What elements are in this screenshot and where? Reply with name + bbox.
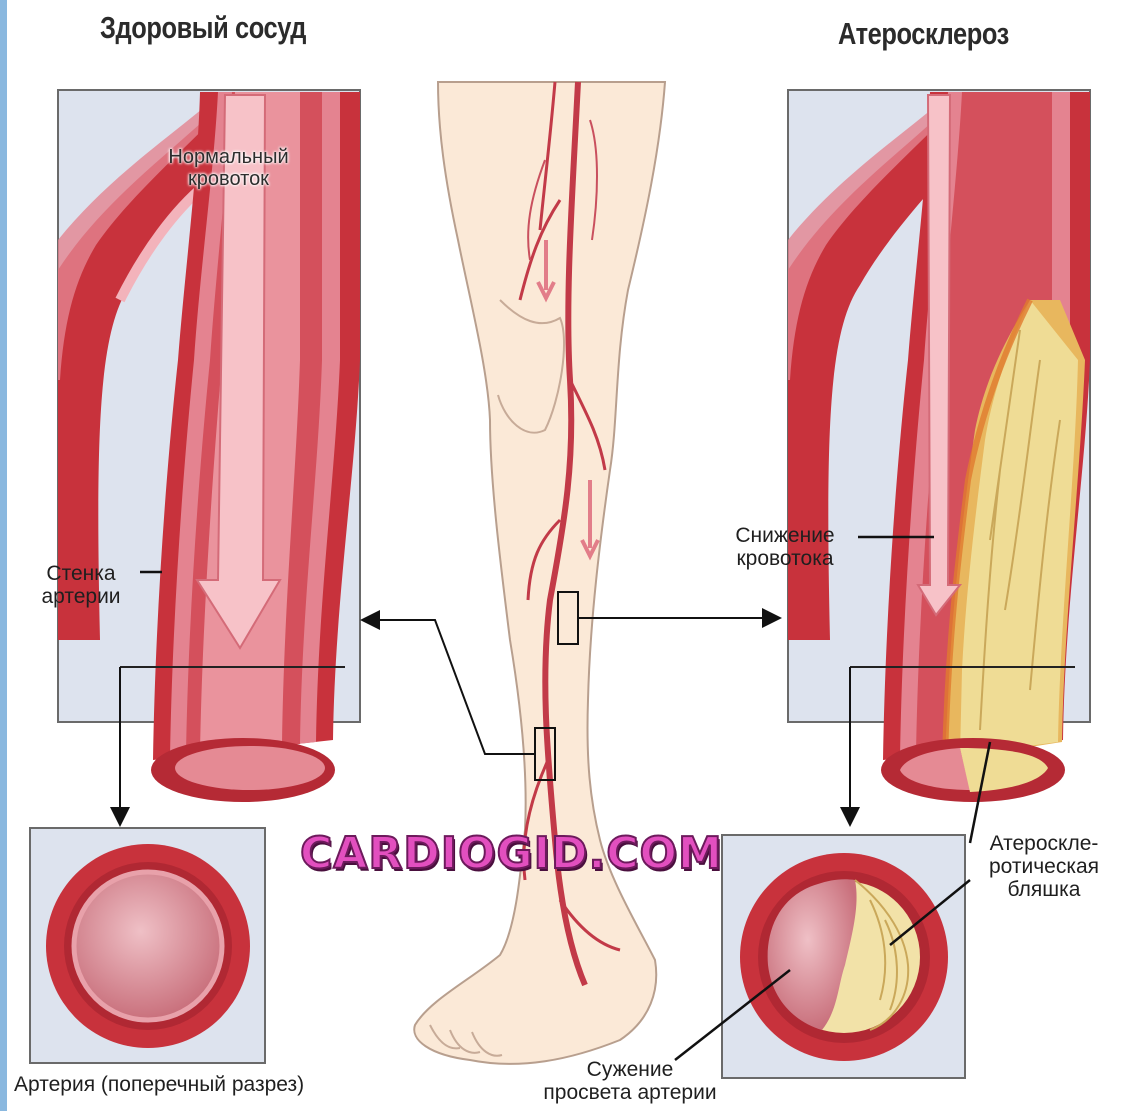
plaque-label: Атероскле- ротическая бляшка	[964, 832, 1124, 901]
watermark: CARDIOGID.COM	[300, 828, 723, 879]
plaque-line1: Атероскле-	[964, 832, 1124, 855]
narrowing-label: Сужение просвета артерии	[520, 1058, 740, 1104]
artery-wall-line1: Стенка	[20, 562, 142, 585]
plaque-line3: бляшка	[964, 878, 1124, 901]
healthy-cross-section	[30, 828, 265, 1063]
normal-flow-line2: кровоток	[146, 168, 311, 190]
narrowing-line1: Сужение	[520, 1058, 740, 1081]
leg-illustration	[362, 82, 780, 1064]
atherosclerosis-panel	[788, 90, 1090, 825]
reduced-flow-label: Снижение кровотока	[710, 524, 860, 570]
healthy-vessel-panel	[58, 90, 360, 825]
plaque-line2: ротическая	[964, 855, 1124, 878]
artery-wall-line2: артерии	[20, 585, 142, 608]
artery-wall-label: Стенка артерии	[20, 562, 142, 608]
narrowing-line2: просвета артерии	[520, 1081, 740, 1104]
normal-flow-line1: Нормальный	[146, 146, 311, 168]
atherosclerosis-title: Атеросклероз	[838, 16, 1009, 52]
healthy-vessel-title: Здоровый сосуд	[100, 10, 306, 46]
reduced-flow-line1: Снижение	[710, 524, 860, 547]
normal-flow-label: Нормальный кровоток	[146, 146, 311, 190]
cross-section-label: Артерия (поперечный разрез)	[14, 1073, 304, 1096]
reduced-flow-line2: кровотока	[710, 547, 860, 570]
atherosclerosis-cross-section	[722, 835, 965, 1078]
